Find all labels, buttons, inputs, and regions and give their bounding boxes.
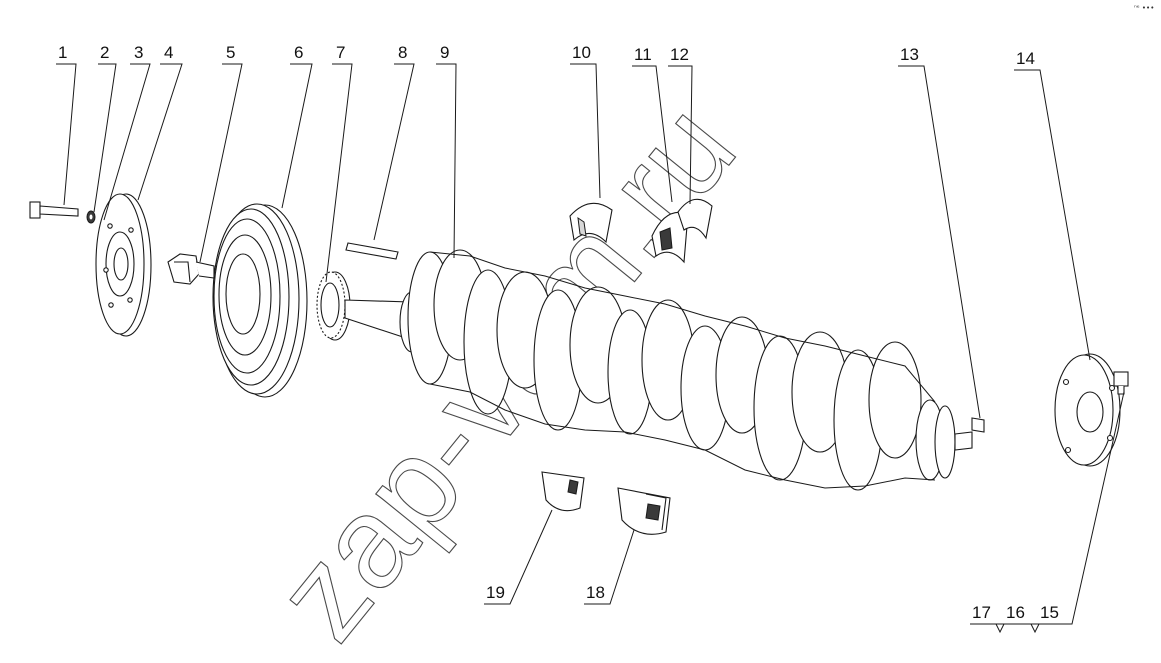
callout-9: 9 [440, 43, 449, 62]
callout-6: 6 [294, 43, 303, 62]
leader-lines [56, 63, 1125, 634]
part-6-damper-pulley [212, 203, 308, 398]
callout-19: 19 [486, 583, 505, 602]
part-7-gear [316, 271, 351, 341]
part-4-hub-plate [95, 193, 152, 337]
part-2-washer [86, 210, 96, 224]
callout-15: 15 [1040, 603, 1059, 622]
part-11-bearing-shell [651, 211, 689, 264]
part-9-crankshaft [344, 249, 985, 491]
callout-14: 14 [1016, 49, 1035, 68]
part-12-thrust-washer [677, 198, 713, 240]
part-15-screw [1113, 371, 1129, 395]
part-19-bearing-shell [541, 471, 585, 512]
callout-17: 17 [972, 603, 991, 622]
callout-4: 4 [164, 43, 173, 62]
part-10-bearing-shell [569, 202, 613, 244]
part-5-hex-nut [167, 253, 215, 285]
callout-1: 1 [58, 43, 67, 62]
callout-18: 18 [586, 583, 605, 602]
callout-7: 7 [336, 43, 345, 62]
part-8-key [345, 242, 399, 260]
callout-labels: 1 2 3 4 5 6 7 8 9 10 11 12 13 14 15 16 1… [58, 43, 1059, 622]
callout-8: 8 [398, 43, 407, 62]
callout-10: 10 [572, 43, 591, 62]
callout-3: 3 [134, 43, 143, 62]
part-14-flange-plate [1054, 353, 1121, 467]
callout-13: 13 [900, 45, 919, 64]
callout-2: 2 [100, 43, 109, 62]
callout-12: 12 [670, 45, 689, 64]
callout-16: 16 [1006, 603, 1025, 622]
callout-5: 5 [226, 43, 235, 62]
callout-11: 11 [634, 45, 652, 64]
part-1-bolt [29, 201, 79, 219]
corner-mark: ⁿᵉ ••• [1134, 4, 1154, 12]
part-18-bearing-shell [617, 487, 671, 535]
